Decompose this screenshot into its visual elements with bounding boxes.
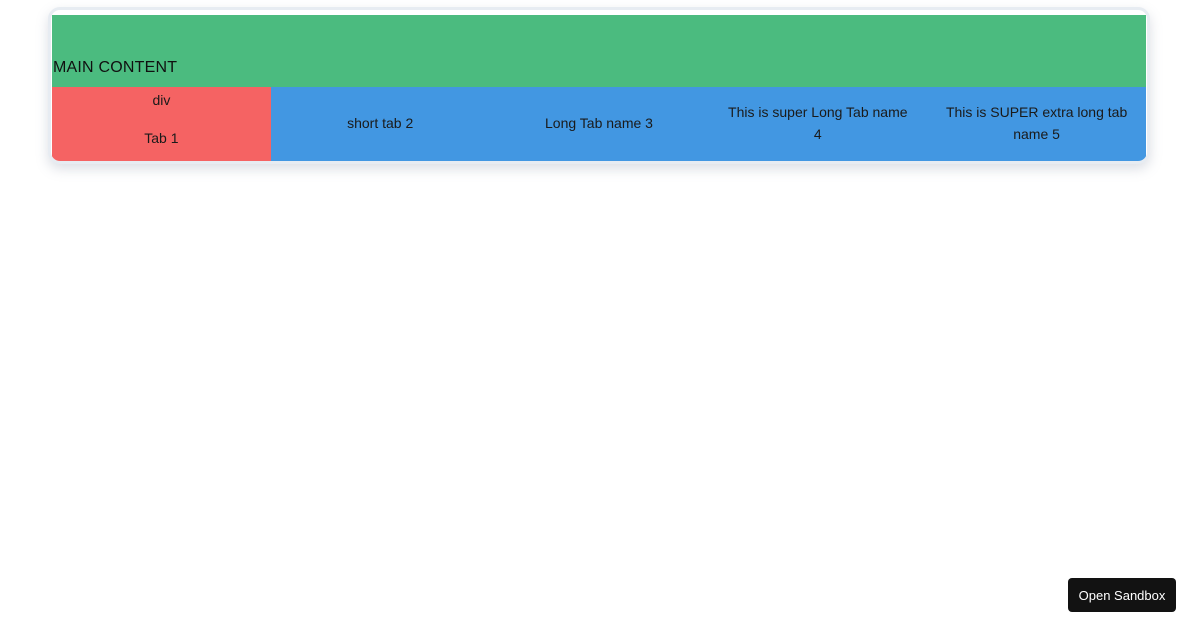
open-sandbox-button[interactable]: Open Sandbox xyxy=(1068,578,1176,612)
tab-1-sublabel: div xyxy=(152,92,171,108)
tab-5[interactable]: This is SUPER extra long tab name 5 xyxy=(927,87,1146,161)
app-frame: MAIN CONTENT div Tab 1 short tab 2 Long … xyxy=(52,15,1146,161)
main-content-label: MAIN CONTENT xyxy=(53,59,178,76)
tab-1-active[interactable]: div Tab 1 xyxy=(52,87,271,161)
main-content-panel: MAIN CONTENT xyxy=(52,15,1146,87)
tab-3-label: Long Tab name 3 xyxy=(545,115,653,132)
tab-2-label: short tab 2 xyxy=(347,115,414,132)
tab-3[interactable]: Long Tab name 3 xyxy=(489,87,709,161)
tab-1-label: Tab 1 xyxy=(144,130,179,146)
tabs-bar: div Tab 1 short tab 2 Long Tab name 3 Th… xyxy=(52,87,1146,161)
tab-2[interactable]: short tab 2 xyxy=(270,87,490,161)
tab-4-label: This is super Long Tab name 4 xyxy=(728,104,908,142)
tab-4[interactable]: This is super Long Tab name 4 xyxy=(708,87,928,161)
sandbox-preview-card: MAIN CONTENT div Tab 1 short tab 2 Long … xyxy=(48,7,1150,164)
tab-5-label: This is SUPER extra long tab name 5 xyxy=(945,104,1128,142)
